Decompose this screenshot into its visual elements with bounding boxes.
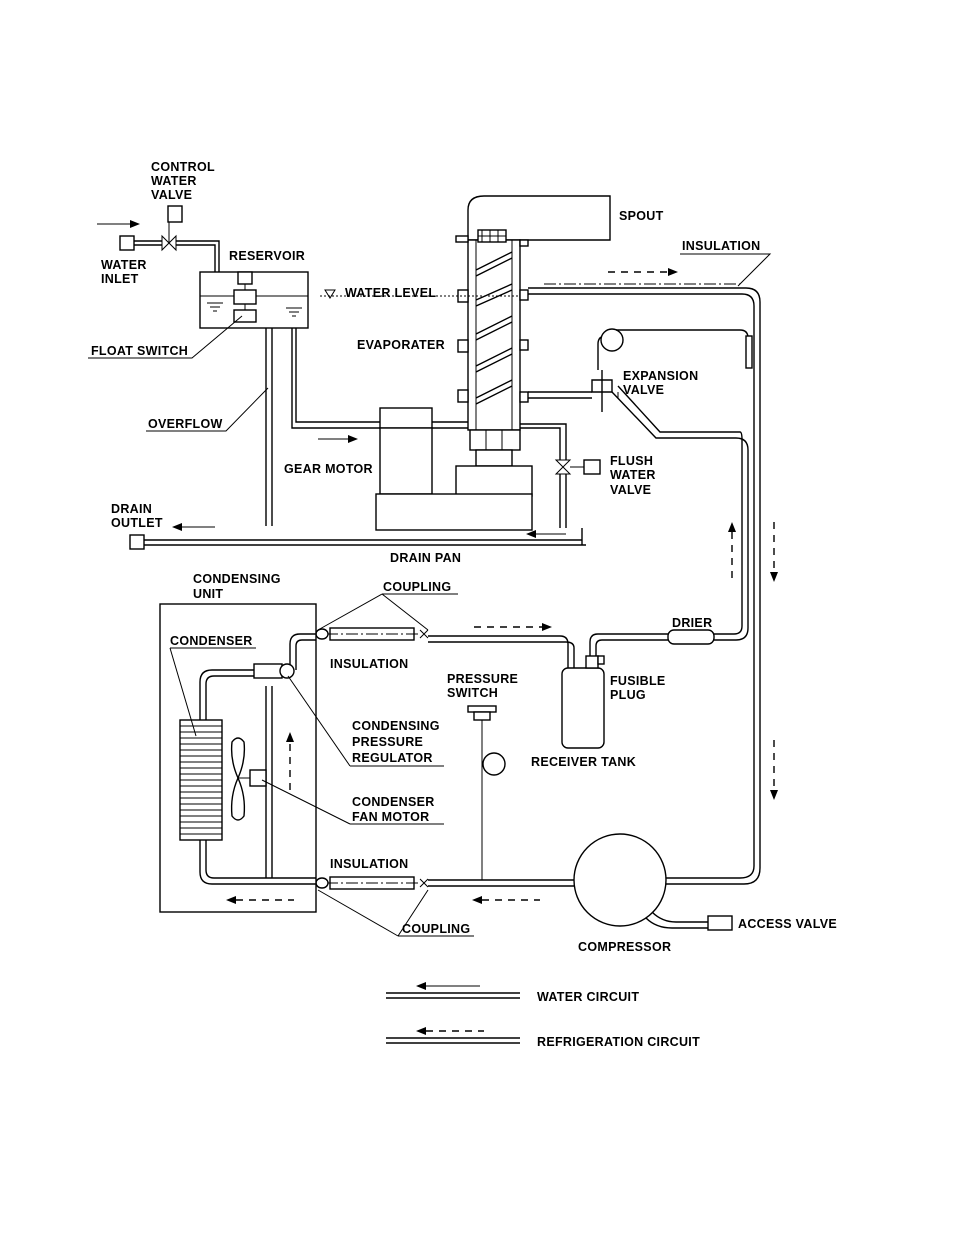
label-flush-water-valve-2: WATER <box>610 468 656 482</box>
label-insulation-mid: INSULATION <box>330 657 408 671</box>
label-control-water-valve-1: CONTROL <box>151 160 215 174</box>
label-evaporater: EVAPORATER <box>357 338 445 352</box>
label-water-inlet-1: WATER <box>101 258 147 272</box>
leader-lines <box>88 253 772 937</box>
reservoir <box>199 271 309 329</box>
label-water-level: WATER LEVEL <box>345 286 436 300</box>
labels: CONTROL WATER VALVE WATER INLET RESERVOI… <box>91 160 837 954</box>
label-flush-water-valve-1: FLUSH <box>610 454 653 468</box>
label-reservoir: RESERVOIR <box>229 249 305 263</box>
label-access-valve: ACCESS VALVE <box>738 917 837 931</box>
label-drain-outlet-2: OUTLET <box>111 516 163 530</box>
condensing-unit <box>159 603 317 913</box>
label-compressor: COMPRESSOR <box>578 940 671 954</box>
label-drier: DRIER <box>672 616 712 630</box>
label-condensing-unit-2: UNIT <box>193 587 223 601</box>
label-expansion-valve-1: EXPANSION <box>623 369 698 383</box>
label-drain-outlet-1: DRAIN <box>111 502 152 516</box>
legend: WATER CIRCUIT REFRIGERATION CIRCUIT <box>386 982 700 1049</box>
label-condenser-fan-motor-1: CONDENSER <box>352 795 435 809</box>
label-spout: SPOUT <box>619 209 664 223</box>
label-insulation-top: INSULATION <box>682 239 760 253</box>
legend-water-circuit-label: WATER CIRCUIT <box>537 990 639 1004</box>
label-condenser: CONDENSER <box>170 634 253 648</box>
label-receiver-tank: RECEIVER TANK <box>531 755 636 769</box>
legend-water-circuit: WATER CIRCUIT <box>386 982 639 1004</box>
label-control-water-valve-2: WATER <box>151 174 197 188</box>
compressor-and-access-valve <box>428 833 733 931</box>
refrigeration-flow-arrows <box>226 268 778 904</box>
overflow-and-drain <box>129 328 586 550</box>
label-pressure-switch-1: PRESSURE <box>447 672 518 686</box>
label-coupling-top: COUPLING <box>383 580 451 594</box>
label-condensing-pressure-regulator-3: REGULATOR <box>352 751 433 765</box>
label-overflow: OVERFLOW <box>148 417 223 431</box>
label-fusible-plug-1: FUSIBLE <box>610 674 666 688</box>
label-pressure-switch-2: SWITCH <box>447 686 498 700</box>
refrigeration-lines <box>428 283 761 885</box>
label-expansion-valve-2: VALVE <box>623 383 664 397</box>
label-flush-water-valve-3: VALVE <box>610 483 651 497</box>
label-insulation-bottom: INSULATION <box>330 857 408 871</box>
legend-refrigeration-circuit: REFRIGERATION CIRCUIT <box>386 1027 700 1049</box>
label-water-inlet-2: INLET <box>101 272 139 286</box>
label-fusible-plug-2: PLUG <box>610 688 646 702</box>
flush-water-valve <box>520 423 601 545</box>
label-condensing-pressure-regulator-1: CONDENSING <box>352 719 440 733</box>
label-condenser-fan-motor-2: FAN MOTOR <box>352 810 429 824</box>
label-coupling-bottom: COUPLING <box>402 922 470 936</box>
evaporater-assembly <box>320 195 611 467</box>
legend-refrigeration-circuit-label: REFRIGERATION CIRCUIT <box>537 1035 700 1049</box>
label-condensing-pressure-regulator-2: PRESSURE <box>352 735 423 749</box>
label-drain-pan: DRAIN PAN <box>390 551 461 565</box>
label-control-water-valve-3: VALVE <box>151 188 192 202</box>
label-condensing-unit-1: CONDENSING <box>193 572 281 586</box>
gear-motor <box>375 407 533 531</box>
label-float-switch: FLOAT SWITCH <box>91 344 188 358</box>
water-inlet-assembly <box>97 205 220 272</box>
label-gear-motor: GEAR MOTOR <box>284 462 373 476</box>
pressure-switch <box>467 705 506 880</box>
